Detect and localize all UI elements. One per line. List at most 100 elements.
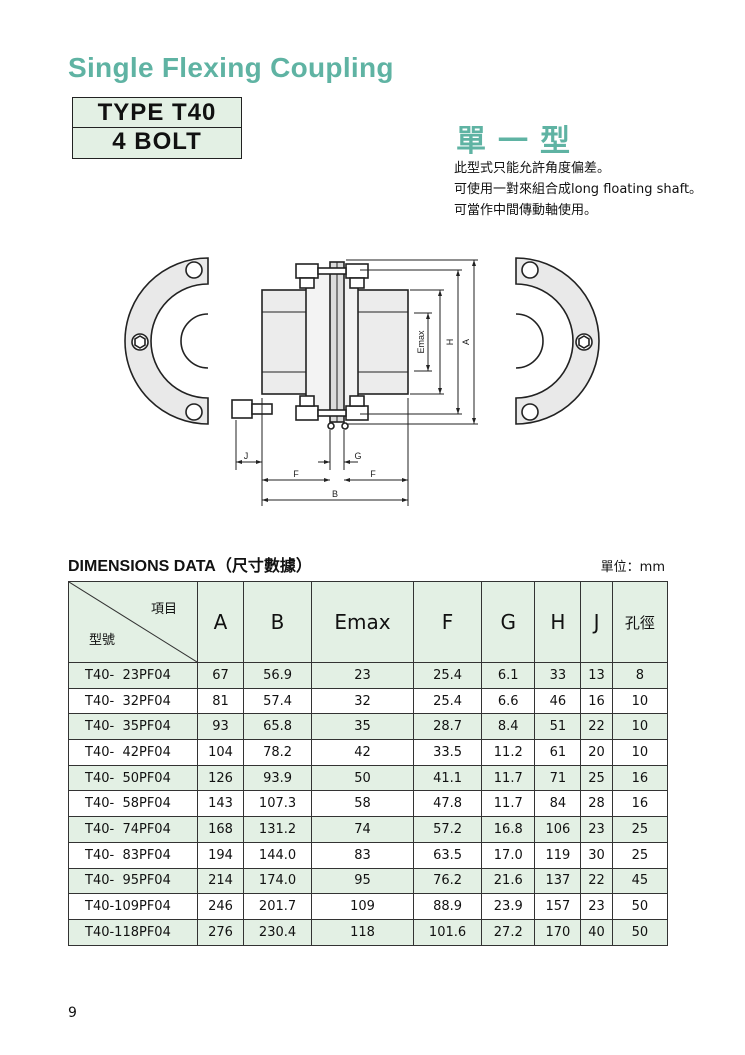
column-header-f: F — [412, 581, 483, 663]
unit-label: 單位：mm — [600, 560, 665, 575]
value-cell: 16.8 — [481, 816, 536, 843]
dim-label-f-right: F — [370, 469, 376, 479]
type-badge: TYPE T40 4 BOLT — [72, 97, 242, 159]
page-number: 9 — [68, 1005, 77, 1021]
value-cell: 93.9 — [242, 764, 313, 792]
value-cell: 23 — [311, 662, 414, 689]
value-cell: 11.7 — [481, 764, 536, 792]
column-header-g: G — [481, 581, 536, 663]
value-cell: 50 — [311, 764, 414, 792]
value-cell: 50 — [611, 918, 669, 946]
value-cell: 63.5 — [412, 841, 483, 869]
value-cell: 246 — [197, 893, 244, 920]
bolt-count-label: 4 BOLT — [112, 128, 202, 155]
value-cell: 56.9 — [242, 662, 313, 689]
model-cell: T40- 32PF04 — [68, 687, 198, 715]
value-cell: 11.7 — [481, 790, 536, 818]
value-cell: 81 — [197, 687, 244, 715]
value-cell: 119 — [534, 841, 582, 869]
coupling-technical-drawing: J F F G B H A Emax — [124, 257, 600, 506]
value-cell: 143 — [197, 790, 244, 818]
model-cell: T40- 35PF04 — [68, 713, 198, 741]
dim-label-emax: Emax — [416, 330, 426, 354]
value-cell: 33.5 — [412, 739, 483, 766]
value-cell: 46 — [534, 687, 582, 715]
value-cell: 23.9 — [481, 893, 536, 920]
value-cell: 23 — [580, 893, 613, 920]
value-cell: 25 — [611, 841, 669, 869]
column-header-j: J — [580, 581, 613, 663]
loose-bolt — [231, 399, 273, 419]
value-cell: 50 — [611, 893, 669, 920]
value-cell: 88.9 — [412, 893, 483, 920]
model-cell: T40- 95PF04 — [68, 867, 198, 895]
value-cell: 104 — [197, 739, 244, 766]
model-cell: T40- 58PF04 — [68, 790, 198, 818]
value-cell: 78.2 — [242, 739, 313, 766]
value-cell: 30 — [580, 841, 613, 869]
value-cell: 131.2 — [242, 816, 313, 843]
table-header-row: 項目 型號 A B Emax F G H J 孔徑 — [68, 581, 669, 663]
dim-label-j: J — [244, 451, 249, 461]
coupling-side-view — [261, 261, 409, 430]
left-flange-end-view — [124, 257, 209, 425]
value-cell: 170 — [534, 918, 582, 946]
value-cell: 58 — [311, 790, 414, 818]
value-cell: 32 — [311, 687, 414, 715]
value-cell: 93 — [197, 713, 244, 741]
value-cell: 6.1 — [481, 662, 536, 689]
value-cell: 16 — [611, 790, 669, 818]
value-cell: 28.7 — [412, 713, 483, 741]
corner-model-label: 型號 — [89, 633, 116, 648]
value-cell: 174.0 — [242, 867, 313, 895]
value-cell: 17.0 — [481, 841, 536, 869]
dim-label-g: G — [354, 451, 361, 461]
value-cell: 25 — [580, 764, 613, 792]
value-cell: 8.4 — [481, 713, 536, 741]
model-cell: T40- 23PF04 — [68, 662, 198, 689]
type-label: TYPE T40 — [97, 99, 217, 126]
value-cell: 41.1 — [412, 764, 483, 792]
model-cell: T40- 74PF04 — [68, 816, 198, 843]
right-flange-end-view — [515, 257, 600, 425]
value-cell: 25.4 — [412, 687, 483, 715]
value-cell: 51 — [534, 713, 582, 741]
dimension-lines — [235, 259, 478, 506]
value-cell: 214 — [197, 867, 244, 895]
value-cell: 11.2 — [481, 739, 536, 766]
value-cell: 6.6 — [481, 687, 536, 715]
value-cell: 276 — [197, 918, 244, 946]
value-cell: 13 — [580, 662, 613, 689]
value-cell: 84 — [534, 790, 582, 818]
value-cell: 25.4 — [412, 662, 483, 689]
dimension-arrows — [236, 260, 476, 502]
value-cell: 109 — [311, 893, 414, 920]
value-cell: 10 — [611, 687, 669, 715]
type-badge-divider — [73, 127, 241, 128]
model-cell: T40-118PF04 — [68, 918, 198, 946]
value-cell: 22 — [580, 713, 613, 741]
value-cell: 8 — [611, 662, 669, 689]
value-cell: 57.2 — [412, 816, 483, 843]
value-cell: 33 — [534, 662, 582, 689]
value-cell: 40 — [580, 918, 613, 946]
description-line: 此型式只能允許角度偏差。 — [454, 161, 611, 176]
column-header-emax: Emax — [311, 581, 414, 663]
value-cell: 10 — [611, 739, 669, 766]
value-cell: 65.8 — [242, 713, 313, 741]
value-cell: 35 — [311, 713, 414, 741]
dim-label-f-left: F — [293, 469, 299, 479]
value-cell: 118 — [311, 918, 414, 946]
